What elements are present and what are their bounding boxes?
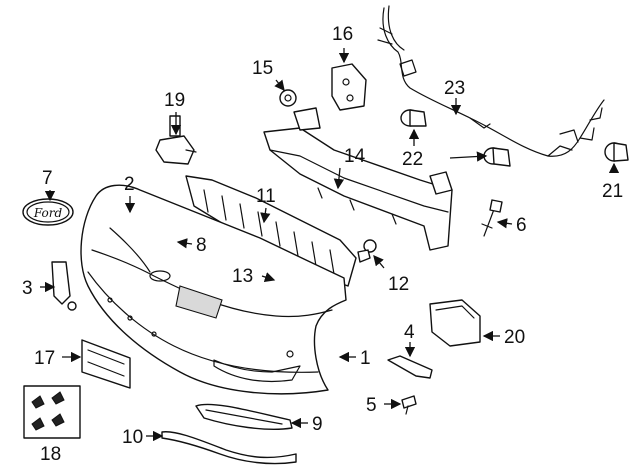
callout-1: 1 (360, 348, 371, 369)
sensor-module (155, 115, 197, 165)
lower-trim (161, 431, 297, 465)
bumper-reinforcement (263, 107, 453, 251)
callout-18: 18 (40, 444, 61, 465)
push-pin-clip (357, 239, 377, 263)
callout-5: 5 (366, 395, 377, 416)
hardware-kit (23, 385, 81, 439)
callout-6: 6 (516, 215, 527, 236)
callout-15: 15 (252, 58, 273, 79)
bumper-cover (80, 184, 347, 395)
callout-9: 9 (312, 414, 323, 435)
callout-8: 8 (196, 235, 207, 256)
lower-grille (195, 403, 293, 430)
parking-sensor-side (604, 142, 629, 162)
callout-21: 21 (602, 181, 623, 202)
fog-lamp (429, 299, 481, 347)
retainer-strip (387, 355, 433, 379)
callout-labels: 1 2 3 4 5 6 7 8 9 10 11 12 13 14 15 16 1… (22, 24, 623, 465)
callout-16: 16 (332, 24, 353, 45)
callout-10: 10 (122, 427, 143, 448)
callout-13: 13 (232, 266, 253, 287)
callout-12: 12 (388, 274, 409, 295)
wiring-harness (377, 5, 605, 157)
callout-17: 17 (34, 348, 55, 369)
callout-14: 14 (344, 146, 366, 167)
callout-22: 22 (402, 149, 423, 170)
mounting-bracket (331, 63, 367, 111)
bolt (481, 199, 503, 237)
callout-4: 4 (404, 322, 415, 343)
callout-23: 23 (444, 78, 465, 99)
ford-emblem: Ford (22, 198, 74, 226)
leader-lines (40, 48, 620, 442)
parking-sensor-upper (400, 109, 427, 127)
side-bracket (51, 261, 77, 311)
callout-7: 7 (42, 168, 53, 189)
callout-2: 2 (124, 174, 135, 195)
push-nut (279, 89, 297, 107)
license-plate-bracket (81, 339, 131, 389)
emblem-text: Ford (33, 206, 63, 220)
callout-19: 19 (164, 90, 185, 111)
callout-11: 11 (256, 186, 276, 207)
callout-20: 20 (504, 327, 525, 348)
callout-3: 3 (22, 278, 33, 299)
parking-sensor-lower (483, 147, 511, 167)
screw (401, 395, 417, 415)
